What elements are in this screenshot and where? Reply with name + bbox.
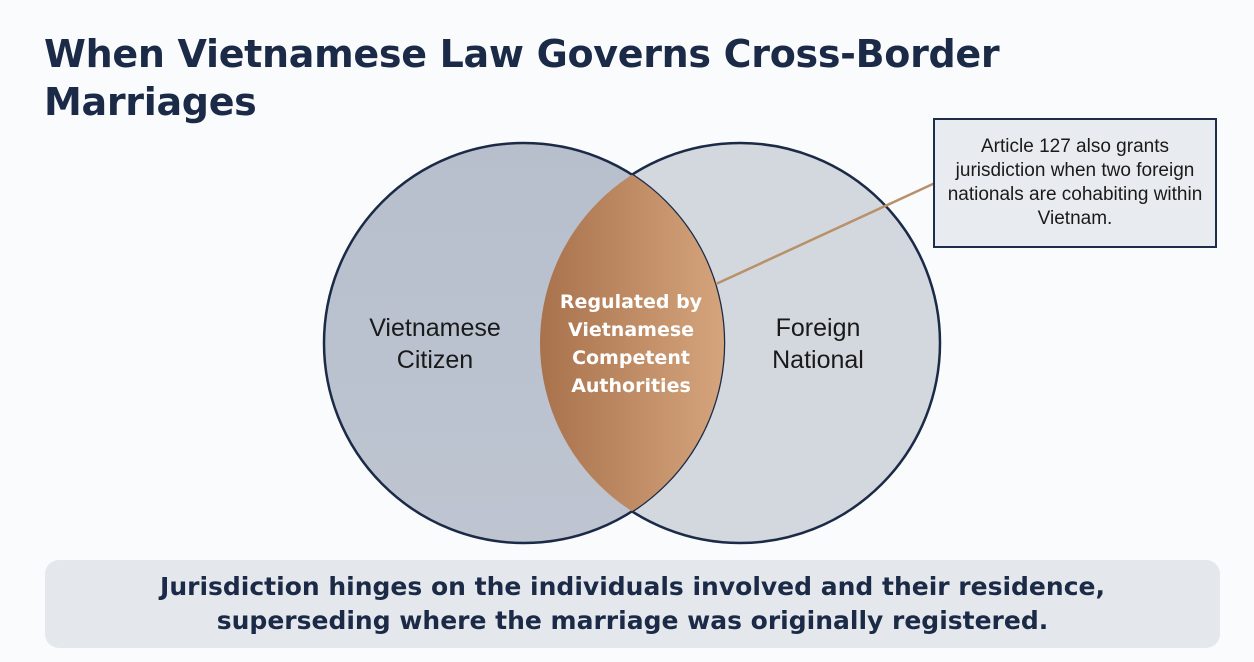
- left-set-label: Vietnamese Citizen: [340, 312, 530, 376]
- left-set-label-line2: Citizen: [396, 346, 474, 374]
- intersection-label-line: Vietnamese: [567, 319, 695, 341]
- intersection-lens: [540, 143, 724, 543]
- summary-line-2: superseding where the marriage was origi…: [216, 606, 1049, 635]
- intersection-label-line: Authorities: [571, 375, 691, 397]
- right-set-label-line1: Foreign: [775, 314, 861, 342]
- summary-line-1: Jurisdiction hinges on the individuals i…: [160, 572, 1105, 601]
- callout-box: Article 127 also grants jurisdiction whe…: [933, 118, 1217, 248]
- intersection-label-line: Regulated by: [559, 291, 703, 313]
- page-title: When Vietnamese Law Governs Cross-Border…: [44, 32, 1000, 124]
- callout-text: Article 127 also grants jurisdiction whe…: [947, 136, 1203, 229]
- intersection-label: Regulated by Vietnamese Competent Author…: [540, 288, 722, 400]
- intersection-label-line: Competent: [572, 347, 690, 369]
- summary-banner: Jurisdiction hinges on the individuals i…: [45, 560, 1220, 648]
- right-set-label-line2: National: [772, 346, 864, 374]
- right-set-label: Foreign National: [728, 312, 908, 376]
- left-set-label-line1: Vietnamese: [369, 314, 501, 342]
- callout-connector-line: [715, 181, 936, 286]
